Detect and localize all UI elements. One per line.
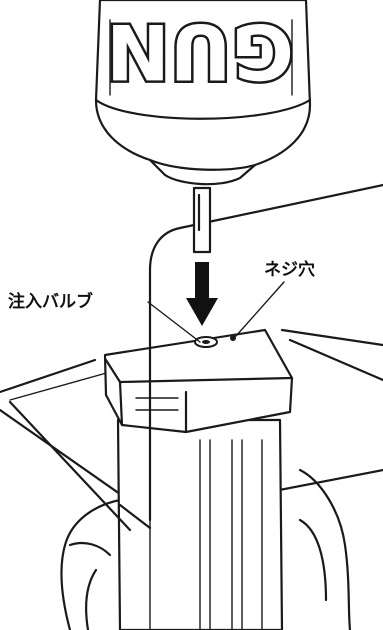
lighter-body bbox=[116, 418, 284, 630]
injection-valve-label: 注入バルブ bbox=[6, 292, 95, 312]
can-brand-lettering: GUN bbox=[106, 7, 294, 96]
leader-lines bbox=[147, 281, 285, 343]
hand bbox=[60, 468, 352, 630]
screw-hole-leader-line bbox=[235, 281, 285, 337]
screw-hole-mark bbox=[230, 335, 236, 341]
gas-can: GUN bbox=[94, 0, 312, 186]
valve-leader-line bbox=[147, 301, 201, 343]
can-nozzle bbox=[192, 186, 212, 254]
down-arrow-icon bbox=[186, 262, 218, 326]
clear-cover bbox=[8, 183, 383, 532]
lighter-cap bbox=[103, 328, 294, 434]
screw-hole-label: ネジ穴 bbox=[262, 260, 317, 280]
